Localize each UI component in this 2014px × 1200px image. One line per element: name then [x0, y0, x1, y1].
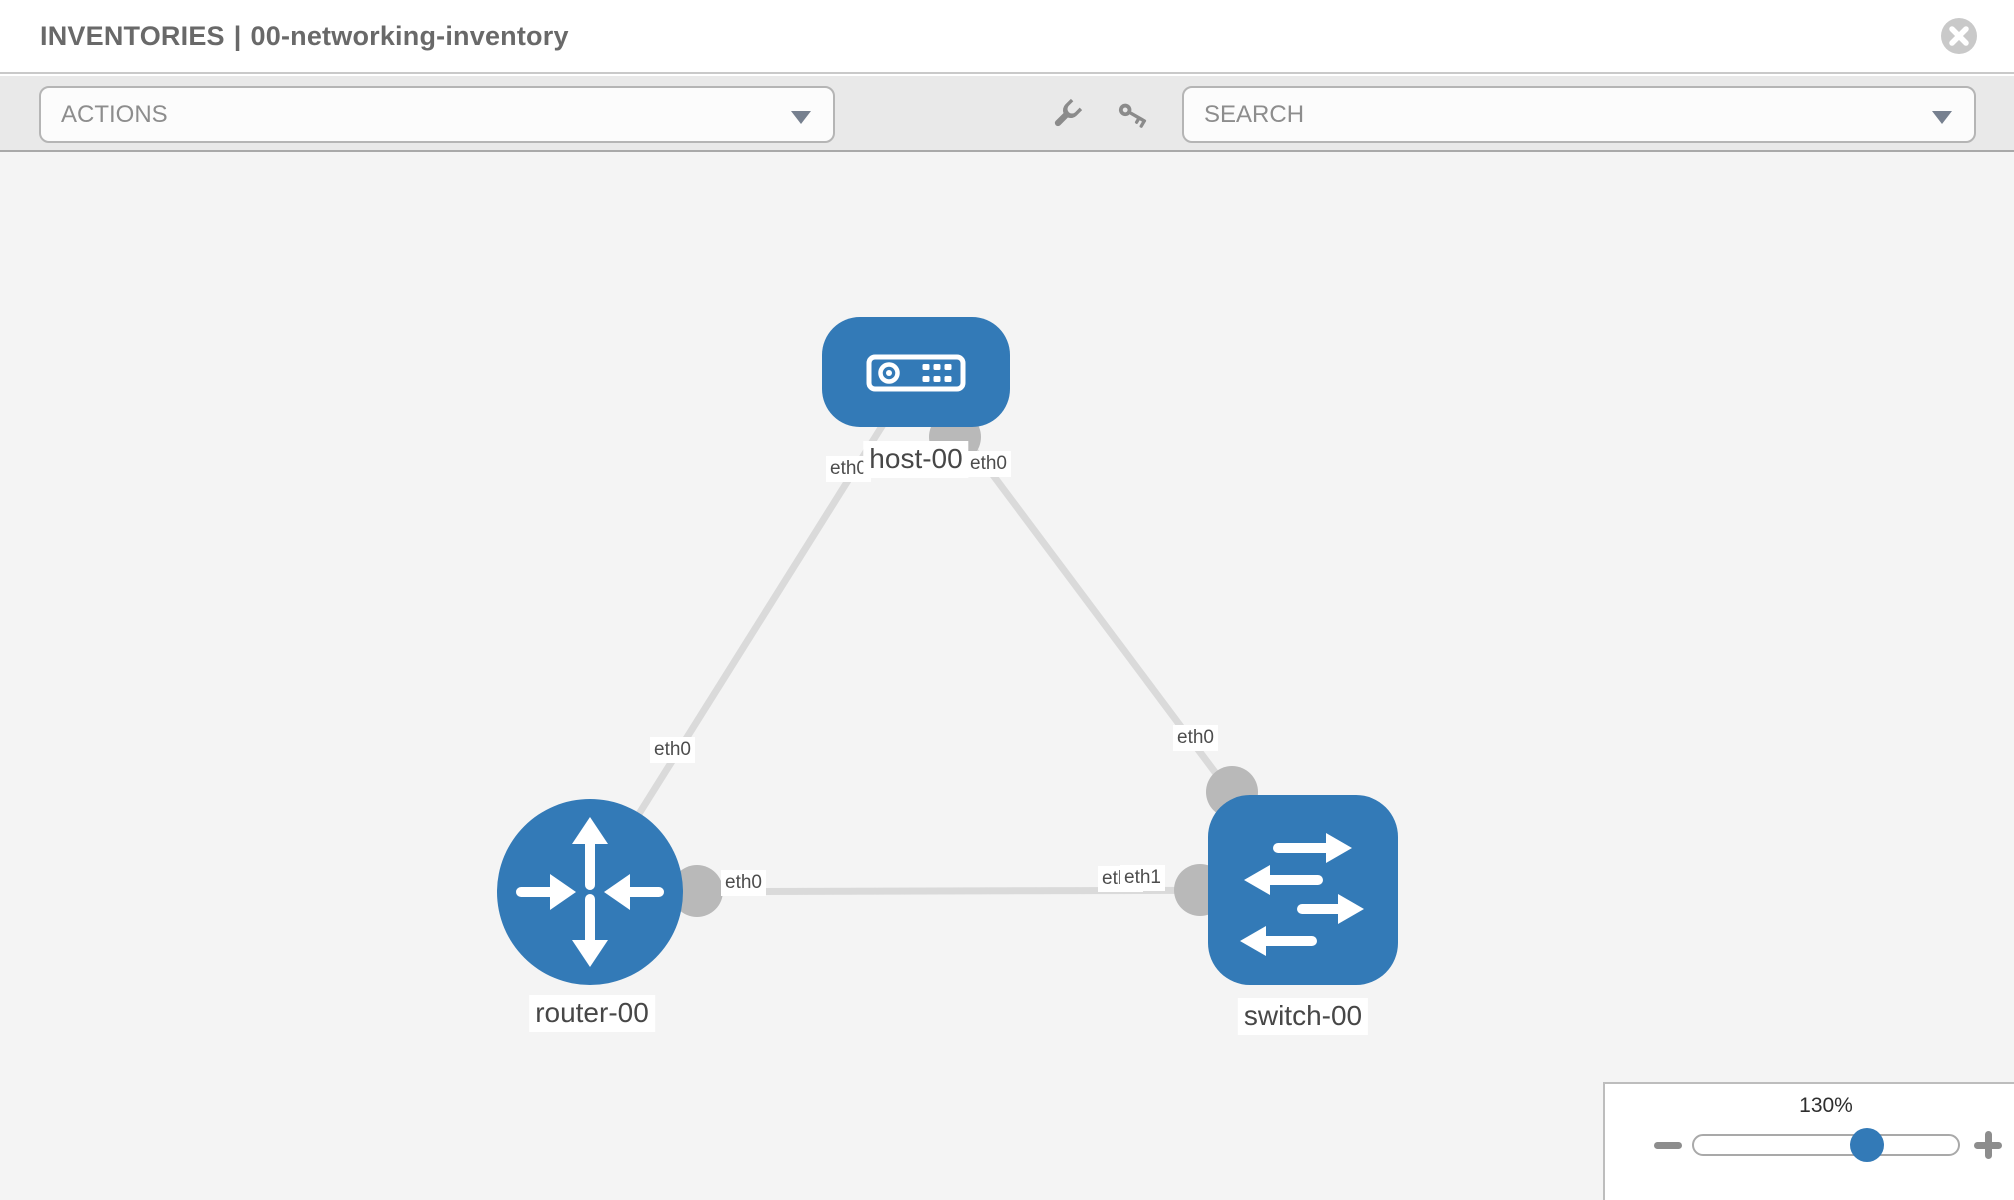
- zoom-out-button[interactable]: [1651, 1128, 1685, 1162]
- switch-icon: [1240, 833, 1364, 956]
- toolbar: ACTIONS SEARCH: [0, 76, 2014, 152]
- connector-router-eth0[interactable]: [671, 865, 723, 917]
- router-icon: [516, 817, 664, 967]
- search-placeholder: SEARCH: [1204, 100, 1305, 128]
- zoom-slider-thumb[interactable]: [1850, 1128, 1884, 1162]
- zoom-panel: 130%: [1603, 1082, 2014, 1200]
- interface-label: eth0: [1173, 725, 1218, 751]
- chevron-down-icon: [1932, 111, 1952, 124]
- interface-connectors: [671, 411, 1258, 917]
- zoom-level: 130%: [1799, 1094, 1853, 1117]
- close-button[interactable]: [1941, 18, 1977, 54]
- breadcrumb-section: INVENTORIES: [40, 20, 225, 51]
- interface-label: eth1: [1120, 865, 1165, 891]
- page-title: INVENTORIES | 00-networking-inventory: [40, 0, 569, 72]
- node-label-switch[interactable]: switch-00: [1237, 998, 1369, 1035]
- actions-dropdown-label: ACTIONS: [61, 100, 168, 128]
- node-switch[interactable]: [1208, 795, 1398, 985]
- topology-graph: [497, 317, 1398, 985]
- interface-label: eth0: [966, 451, 1011, 477]
- window-header: INVENTORIES | 00-networking-inventory: [0, 0, 2014, 74]
- interface-label: eth0: [721, 870, 766, 896]
- actions-dropdown[interactable]: ACTIONS: [39, 86, 835, 143]
- inventory-name: 00-networking-inventory: [250, 20, 569, 51]
- chevron-down-icon: [791, 111, 811, 124]
- wrench-icon[interactable]: [1049, 98, 1083, 132]
- host-icon: [866, 354, 966, 392]
- node-host[interactable]: [822, 317, 1010, 427]
- zoom-in-button[interactable]: [1971, 1128, 2005, 1162]
- close-icon: [1949, 26, 1969, 46]
- node-label-host[interactable]: host-00: [863, 441, 969, 478]
- plus-icon: [1985, 1131, 1992, 1159]
- breadcrumb-separator: |: [233, 20, 242, 51]
- key-icon[interactable]: [1117, 98, 1151, 132]
- topology-canvas[interactable]: eth0 eth0 eth0 eth0 eth0 eth0 eth1 host-…: [0, 152, 2014, 1200]
- search-dropdown[interactable]: SEARCH: [1182, 86, 1976, 143]
- zoom-slider-track[interactable]: [1692, 1128, 1960, 1162]
- interface-label: eth0: [650, 737, 695, 763]
- node-label-router[interactable]: router-00: [529, 995, 655, 1032]
- minus-icon: [1654, 1142, 1682, 1149]
- node-router[interactable]: [497, 799, 683, 985]
